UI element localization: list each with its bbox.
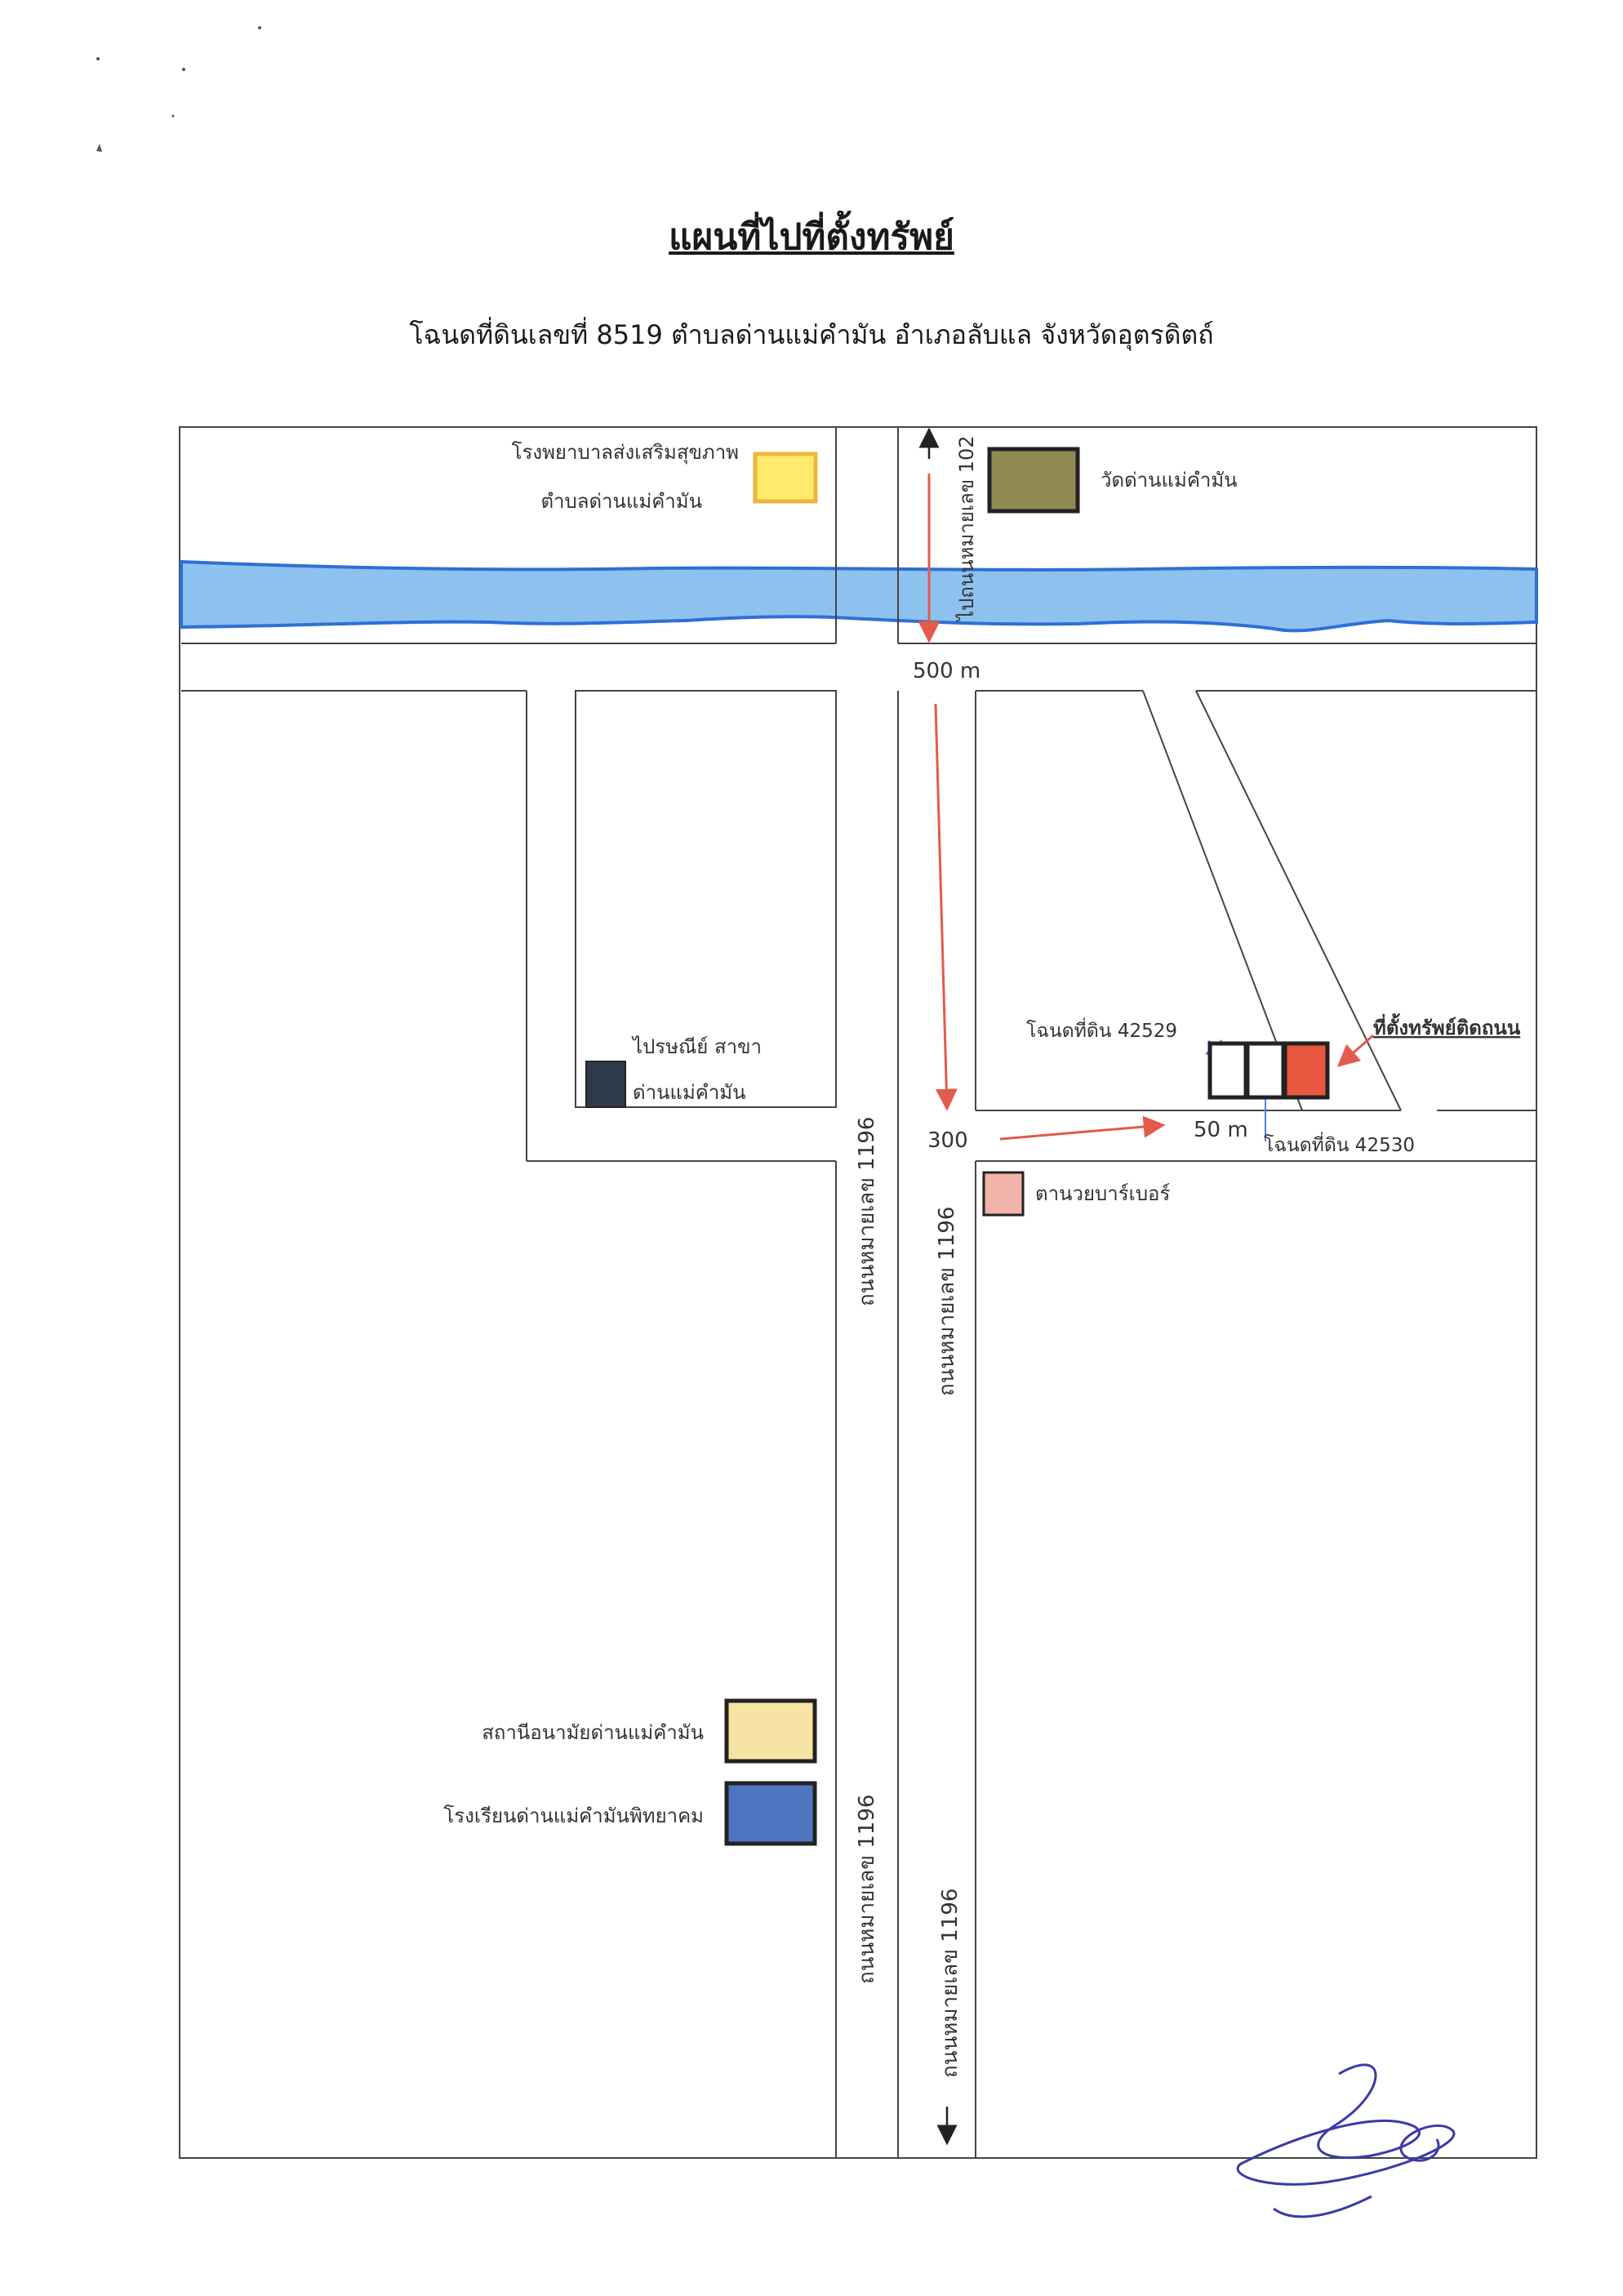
parcel-42530	[1245, 1041, 1286, 1100]
parcel-42529	[1207, 1041, 1248, 1100]
hospital-label-1: โรงพยาบาลส่งเสริมสุขภาพ	[512, 441, 739, 465]
school-marker	[724, 1781, 817, 1846]
road-lines	[181, 427, 1536, 2158]
river	[180, 559, 1538, 633]
scan-specks	[96, 26, 261, 152]
route-arrow-50	[999, 1115, 1166, 1141]
hospital-marker	[753, 452, 818, 504]
signature	[1236, 2063, 1456, 2218]
post-office-label-1: ไปรษณีย์ สาขา	[631, 1035, 762, 1058]
temple-marker	[987, 447, 1080, 514]
deed-42530-label: โฉนดที่ดิน 42530	[1264, 1132, 1415, 1156]
barber-marker	[982, 1171, 1025, 1217]
property-label: ที่ตั้งทรัพย์ติดถนน	[1373, 1012, 1521, 1039]
barber-label: ตานวยบาร์เบอร์	[1035, 1182, 1170, 1205]
hospital-label-2: ตำบลด่านแม่คำมัน	[540, 490, 702, 513]
temple-label: วัดด่านแม่คำมัน	[1101, 469, 1238, 492]
distance-500: 500 m	[913, 659, 980, 683]
map-title: แผนที่ไปที่ตั้งทรัพย์	[669, 216, 954, 258]
road-102-label: ไปถนนหมายเลข 102	[955, 435, 978, 622]
property-parcel	[1283, 1041, 1330, 1100]
road-1196-label-4: ถนนหมายเลข 1196	[938, 1889, 963, 2078]
map-subtitle: โฉนดที่ดินเลขที่ 8519 ตำบลด่านแม่คำมัน อ…	[409, 319, 1214, 350]
post-office-label-2: ด่านแม่คำมัน	[633, 1081, 746, 1104]
post-office-marker	[585, 1061, 626, 1108]
distance-50: 50 m	[1194, 1118, 1248, 1142]
health-station-marker	[724, 1698, 817, 1764]
distance-300: 300	[927, 1128, 968, 1153]
property-pointer-arrow	[1336, 1034, 1374, 1067]
school-label: โรงเรียนด่านแม่คำมันพิทยาคม	[443, 1804, 704, 1827]
health-station-label: สถานีอนามัยด่านแม่คำมัน	[482, 1721, 704, 1744]
road-1196-label-2: ถนนหมายเลข 1196	[935, 1207, 959, 1396]
road-1196-label-3: ถนนหมายเลข 1196	[855, 1795, 879, 1984]
route-arrow-300	[934, 703, 958, 1111]
road-1196-label-1: ถนนหมายเลข 1196	[855, 1117, 879, 1306]
deed-42529-label: โฉนดที่ดิน 42529	[1026, 1017, 1177, 1042]
map-frame	[179, 426, 1537, 2159]
